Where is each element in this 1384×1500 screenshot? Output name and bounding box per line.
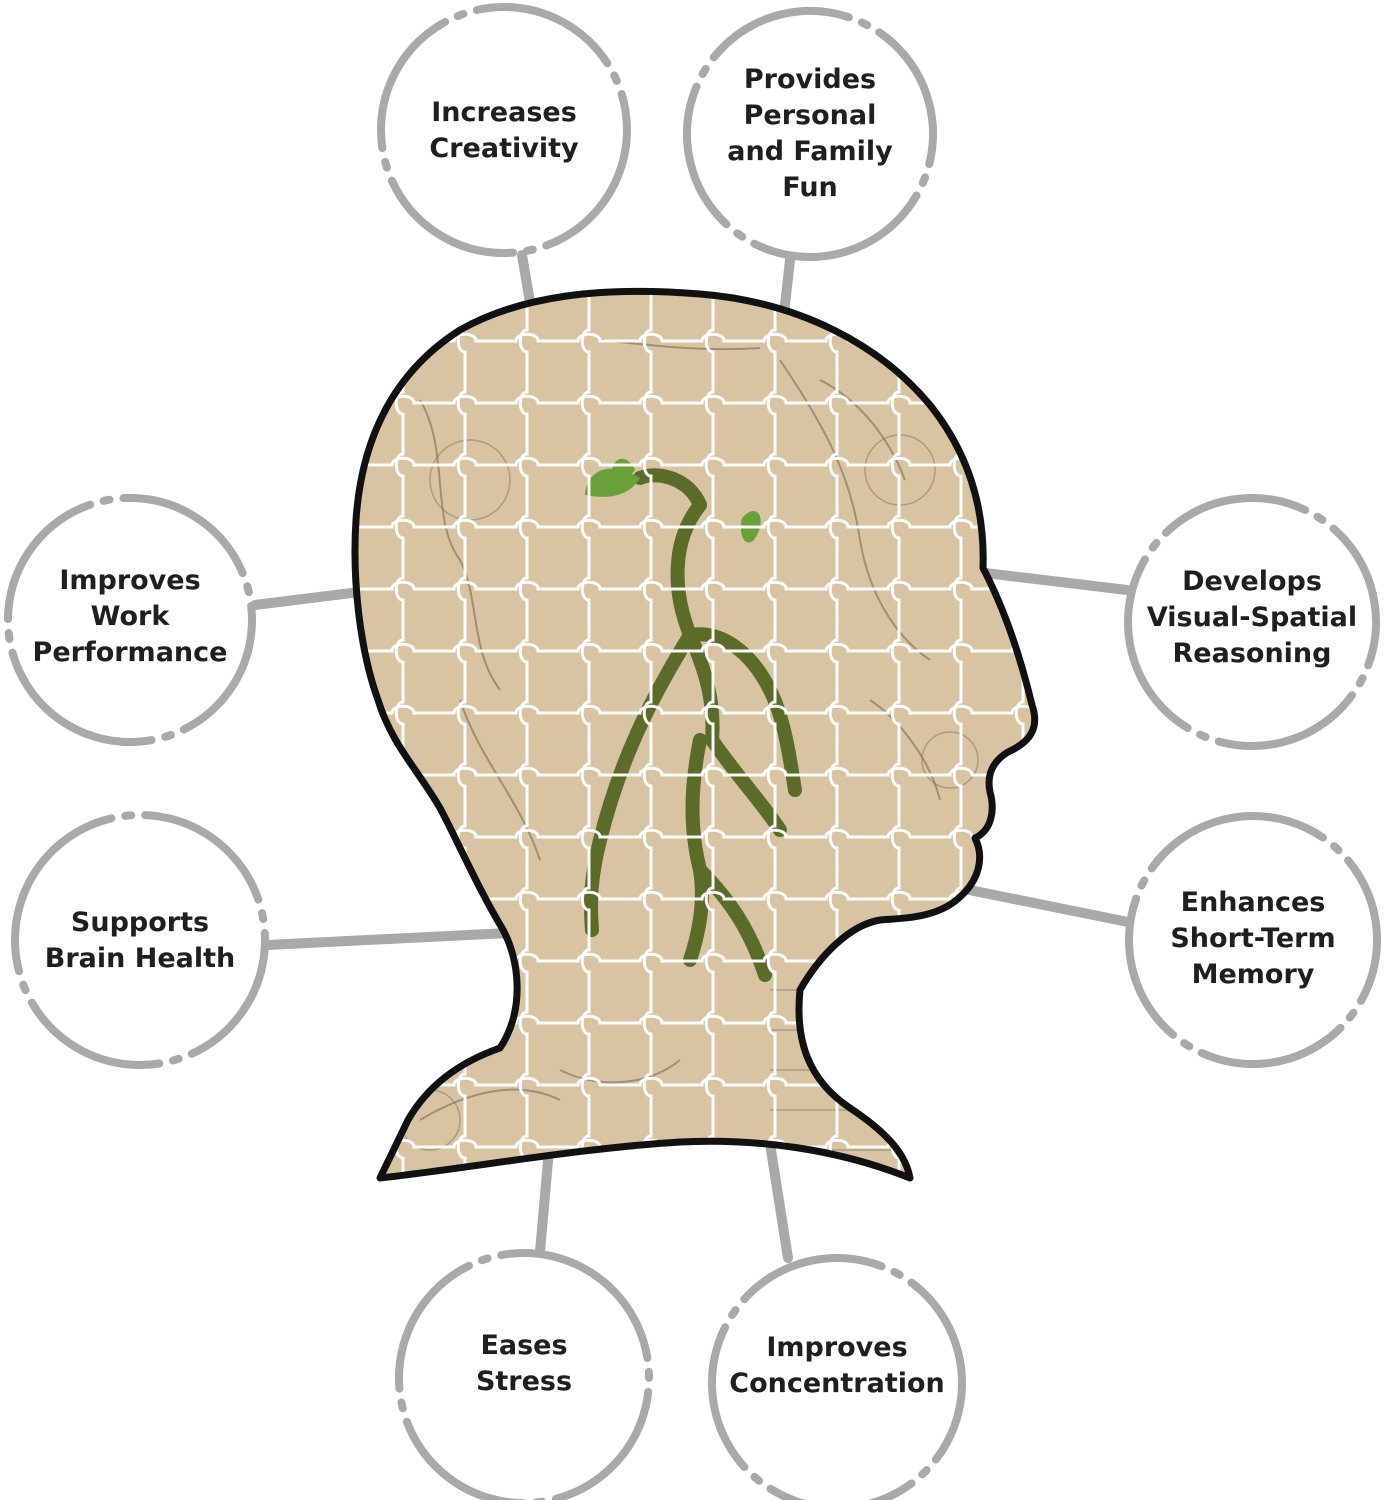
ring-creativity bbox=[377, 3, 631, 257]
label-visual-spatial: Develops Visual-Spatial Reasoning bbox=[1146, 566, 1358, 669]
connector-brain bbox=[263, 928, 513, 950]
ring-memory bbox=[1125, 812, 1381, 1068]
ring-work bbox=[4, 494, 256, 746]
label-short-term-memory: Enhances Short-Term Memory bbox=[1170, 887, 1336, 990]
head-artwork bbox=[354, 291, 1035, 1178]
head-outline bbox=[351, 287, 1039, 1182]
puzzle-piece-lines bbox=[354, 291, 1035, 1178]
ring-concentration bbox=[708, 1254, 966, 1500]
label-eases-stress: Eases Stress bbox=[475, 1330, 573, 1397]
ring-spatial bbox=[1123, 494, 1380, 750]
label-work-performance: Improves Work Performance bbox=[32, 565, 228, 668]
label-concentration: Improves Concentration bbox=[729, 1332, 945, 1399]
label-brain-health: Supports Brain Health bbox=[44, 907, 236, 974]
label-personal-family-fun: Provides Personal and Family Fun bbox=[727, 64, 893, 203]
label-increases-creativity: Increases Creativity bbox=[429, 97, 579, 164]
head-silhouette bbox=[351, 287, 1039, 1182]
ring-stress bbox=[395, 1249, 653, 1500]
ring-fun bbox=[683, 6, 937, 261]
connector-lines bbox=[250, 250, 1133, 1263]
ring-brain bbox=[11, 811, 269, 1069]
